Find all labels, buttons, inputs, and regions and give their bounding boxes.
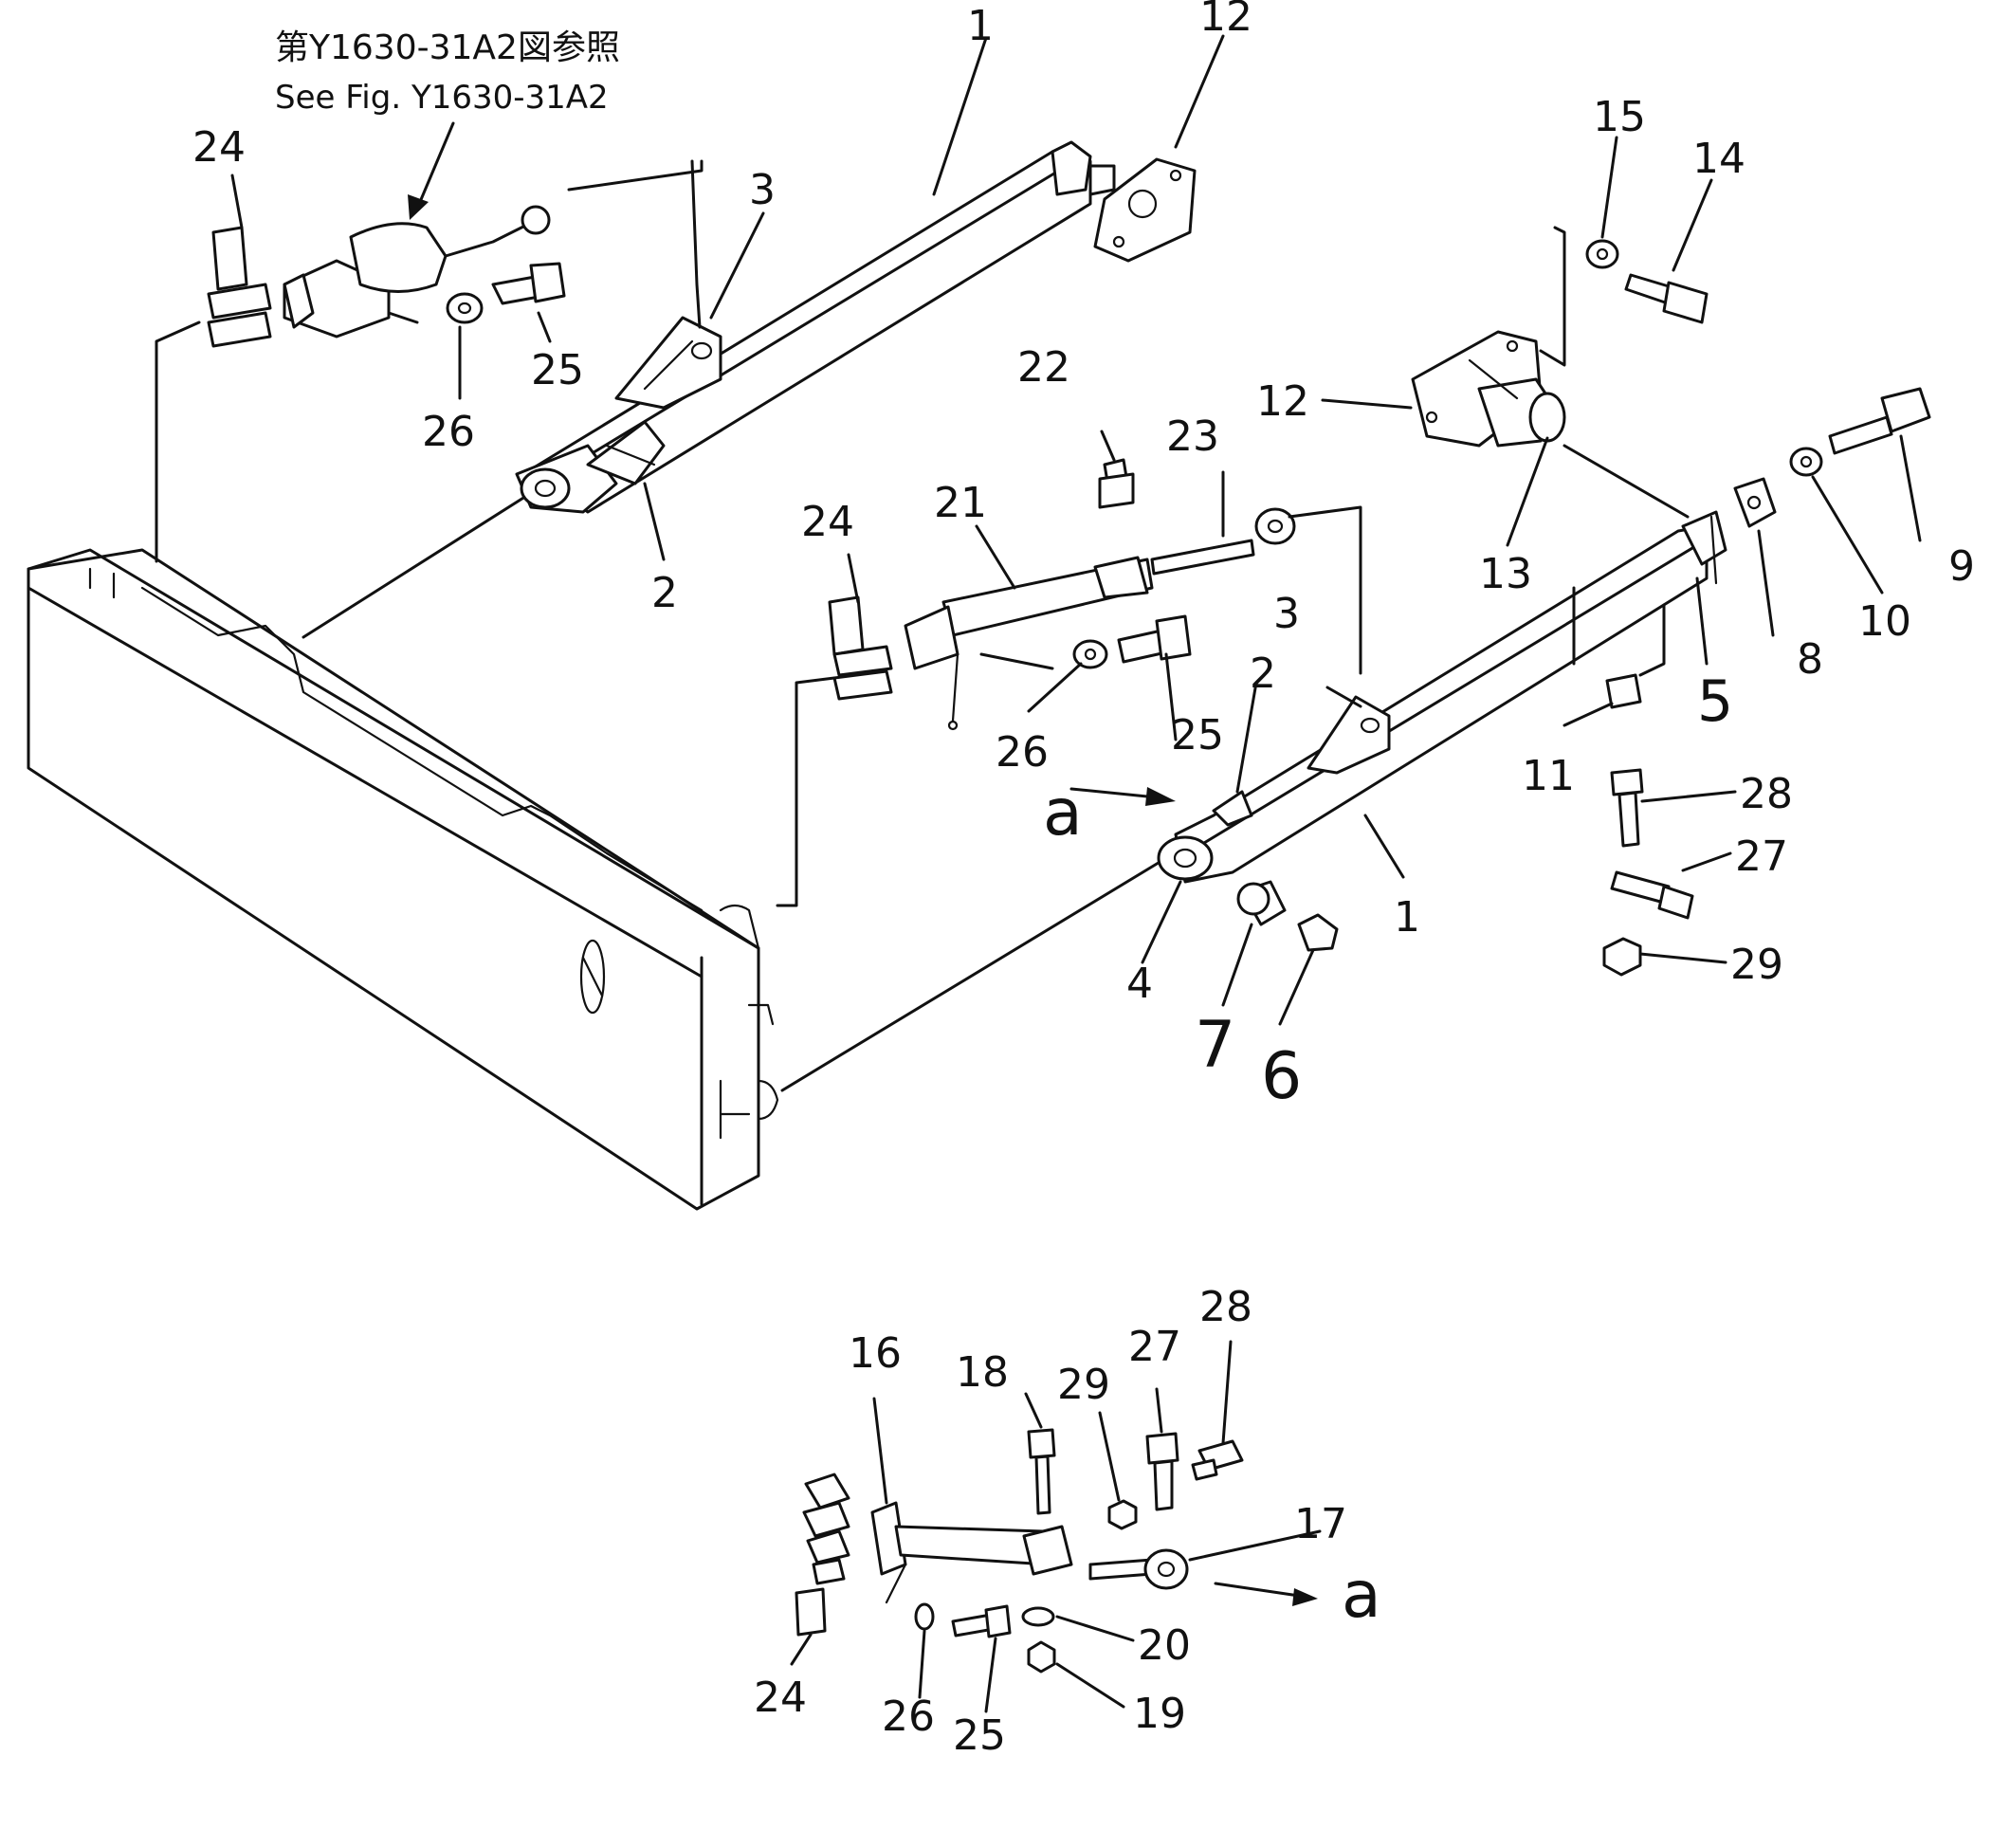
callout-13: 13: [1479, 550, 1532, 598]
callout-21: 21: [934, 479, 987, 527]
grease-fitting-22: [1098, 458, 1135, 509]
leader-blade-upper-left: [155, 320, 201, 563]
view-marker-a-mid: a: [1043, 776, 1083, 851]
mid-shims-24: [828, 595, 893, 701]
mid-washer-26: [1072, 639, 1108, 669]
mid-bolt-25: [1117, 614, 1192, 664]
nut-29-right: [1602, 937, 1642, 977]
callout-25-low: 25: [953, 1711, 1006, 1760]
lower-right-arm: [1157, 510, 1727, 884]
washer-26-low: [914, 1602, 935, 1631]
leader-arm-to-bracket: [1563, 444, 1690, 519]
bushing-6: [1297, 913, 1339, 952]
washer-10: [1789, 447, 1823, 477]
washer-15: [1585, 239, 1619, 269]
bolt-28-right: [1610, 768, 1644, 848]
bolt-14: [1624, 273, 1709, 324]
bottom-cylinder-16: [870, 1501, 1073, 1604]
callout-29-right: 29: [1730, 941, 1783, 989]
callout-20: 20: [1138, 1621, 1191, 1670]
callout-18: 18: [956, 1348, 1009, 1397]
reference-note-japanese: 第Y1630-31A2図参照: [275, 28, 620, 67]
callout-14: 14: [1692, 135, 1745, 183]
callout-10: 10: [1858, 597, 1911, 646]
bolt-9: [1828, 387, 1931, 455]
callout-2-upper: 2: [651, 569, 678, 617]
bolt-18: [1027, 1428, 1056, 1515]
callout-19: 19: [1133, 1690, 1186, 1738]
callout-15: 15: [1593, 93, 1646, 141]
bushing-7: [1236, 880, 1287, 926]
bolt-28-low: [1191, 1439, 1244, 1481]
callout-7: 7: [1195, 1008, 1235, 1083]
callout-25-upper: 25: [531, 346, 584, 394]
callout-25-mid: 25: [1171, 711, 1224, 759]
callout-5: 5: [1697, 668, 1733, 735]
leader-blade-upper-arm: [302, 491, 533, 639]
reference-arrow: [408, 121, 455, 220]
leader-blade-lower-arm: [780, 856, 1168, 1092]
mid-cylinder-21: [904, 556, 1154, 731]
rod-end-23: [1150, 505, 1362, 675]
pin-27-low: [1145, 1432, 1179, 1511]
callout-26-mid: 26: [996, 728, 1049, 777]
callout-11: 11: [1522, 752, 1575, 800]
leader-lines: [230, 34, 1922, 1713]
view-marker-a-low: a: [1342, 1558, 1381, 1633]
right-bracket-12: [1411, 226, 1566, 448]
leader-blade-mid-left: [776, 676, 836, 907]
rod-end-17: [1088, 1548, 1189, 1590]
callout-3-mid: 3: [1273, 590, 1300, 638]
bolt-25-low: [951, 1604, 1012, 1638]
callout-22: 22: [1017, 343, 1070, 392]
washer-20: [1021, 1606, 1055, 1627]
view-arrow-low: [1214, 1582, 1318, 1606]
callout-1-upper: 1: [967, 2, 994, 50]
callout-27-right: 27: [1735, 833, 1788, 881]
reference-note-english: See Fig. Y1630-31A2: [275, 79, 609, 117]
callout-8: 8: [1797, 635, 1823, 684]
callout-26-low: 26: [882, 1692, 935, 1741]
upper-bolt-25: [491, 262, 566, 305]
upper-left-cylinder: [283, 159, 704, 338]
upper-shims-24: [207, 226, 272, 348]
view-arrow-mid: [1069, 787, 1176, 806]
nut-19: [1027, 1640, 1056, 1674]
dozer-blade: [27, 548, 779, 1211]
callout-26-upper: 26: [422, 408, 475, 456]
callout-28-right: 28: [1740, 770, 1793, 818]
callout-27-low: 27: [1128, 1323, 1181, 1371]
callout-12-upper: 12: [1199, 0, 1252, 41]
callout-12-right: 12: [1256, 377, 1309, 426]
bottom-shims-24: [795, 1473, 850, 1637]
callout-29-low: 29: [1057, 1361, 1110, 1409]
callout-9: 9: [1948, 542, 1975, 591]
callout-28-low: 28: [1199, 1283, 1252, 1331]
upper-left-arm: [515, 140, 1197, 514]
callout-6: 6: [1261, 1039, 1302, 1114]
pin-27-right: [1610, 870, 1694, 920]
leader-plate-11: [1638, 603, 1666, 677]
callout-23: 23: [1166, 412, 1219, 461]
upper-washer-26: [446, 292, 484, 324]
callout-24-low: 24: [754, 1674, 807, 1722]
callout-3-upper: 3: [749, 166, 776, 214]
cap-8: [1733, 477, 1777, 528]
callout-17: 17: [1294, 1500, 1347, 1548]
plate-11: [1605, 673, 1642, 709]
nut-29-low: [1107, 1499, 1138, 1530]
callout-1-mid: 1: [1394, 893, 1420, 942]
callout-24-upper: 24: [192, 123, 246, 172]
callout-2-mid: 2: [1250, 650, 1276, 698]
callout-24-mid: 24: [801, 498, 854, 546]
callout-4: 4: [1126, 960, 1153, 1008]
callout-16: 16: [849, 1329, 902, 1378]
